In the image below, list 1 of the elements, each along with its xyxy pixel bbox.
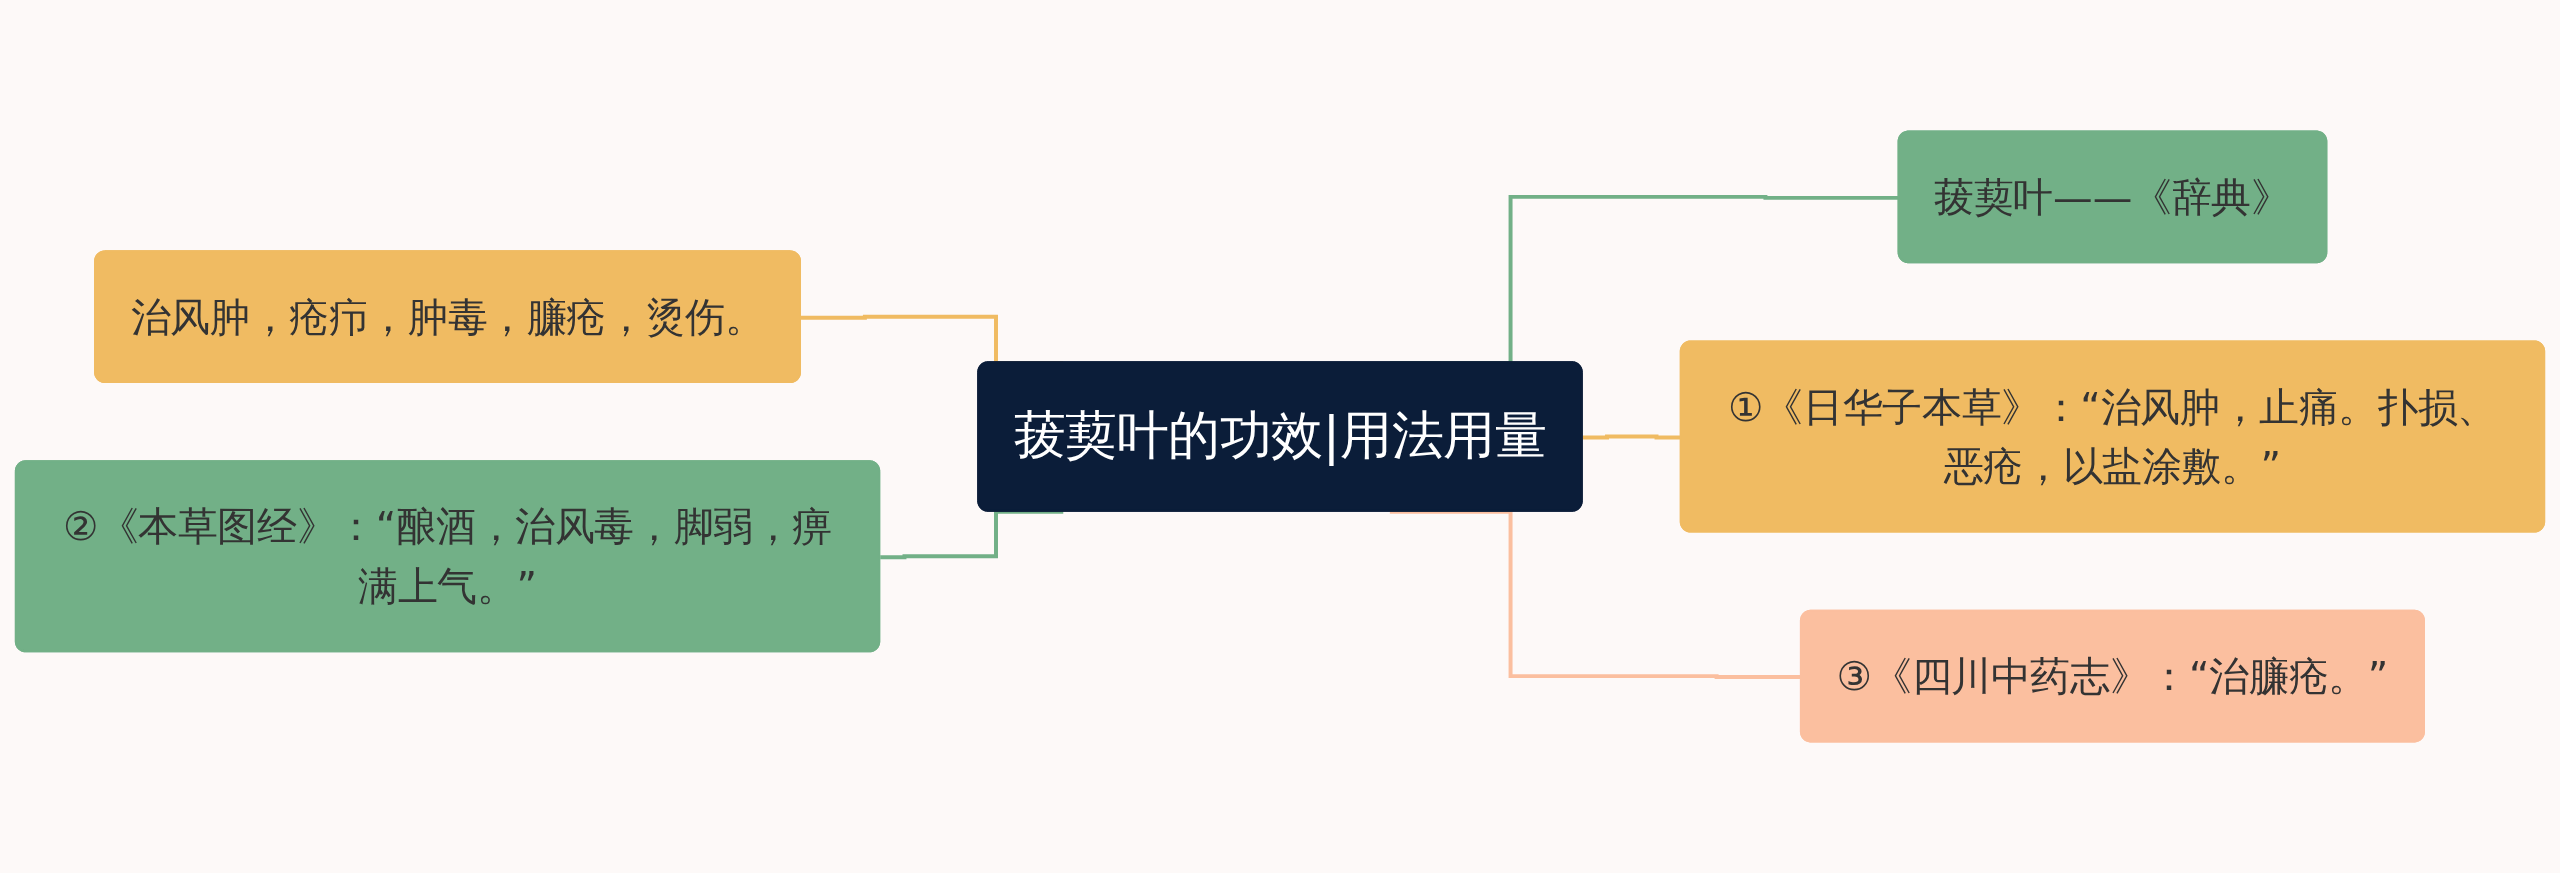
connector	[880, 509, 1064, 560]
